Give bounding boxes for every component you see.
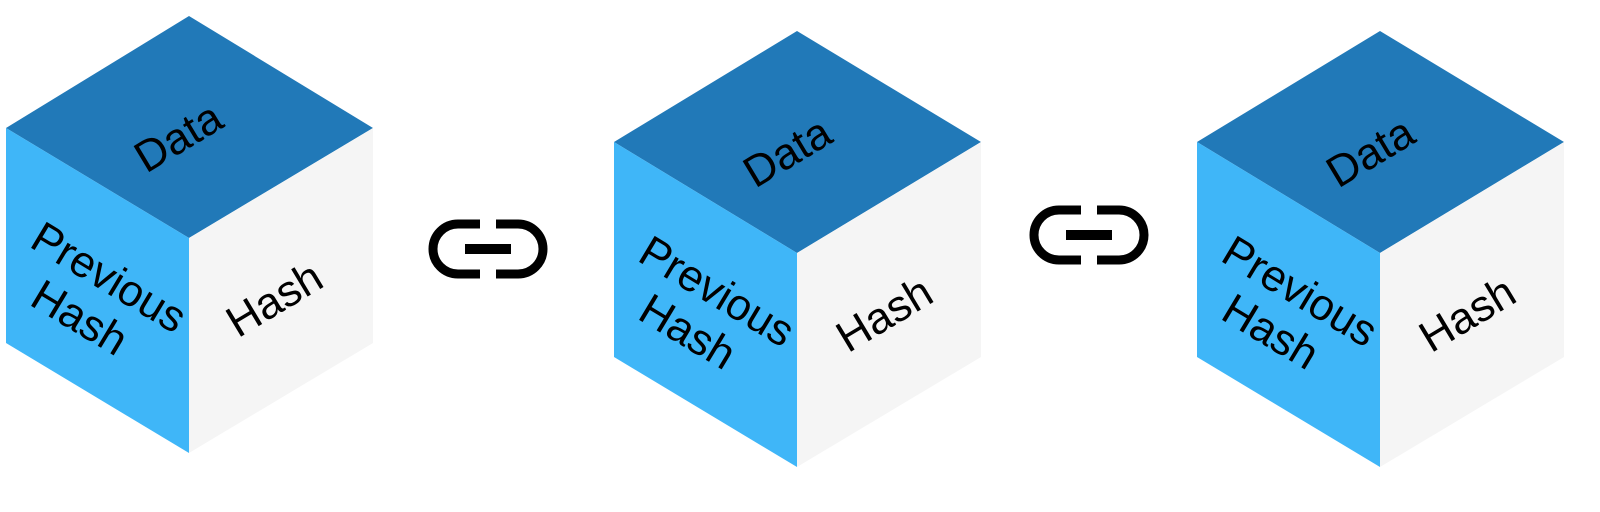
block-left-face: [614, 142, 797, 467]
block-top-face: [614, 31, 981, 253]
block-top-face: [6, 16, 373, 238]
block-left-face: [1197, 142, 1380, 467]
block-right-face: [189, 128, 373, 453]
block-1: Data Previous Hash Hash: [6, 16, 373, 453]
link-icon: [428, 219, 548, 279]
link-icon: [1029, 205, 1149, 265]
block-right-face: [797, 142, 981, 467]
block-2: Data Previous Hash Hash: [614, 31, 981, 467]
block-3: Data Previous Hash Hash: [1197, 31, 1564, 467]
block-right-face: [1380, 142, 1564, 467]
block-top-face: [1197, 31, 1564, 253]
block-left-face: [6, 128, 189, 453]
